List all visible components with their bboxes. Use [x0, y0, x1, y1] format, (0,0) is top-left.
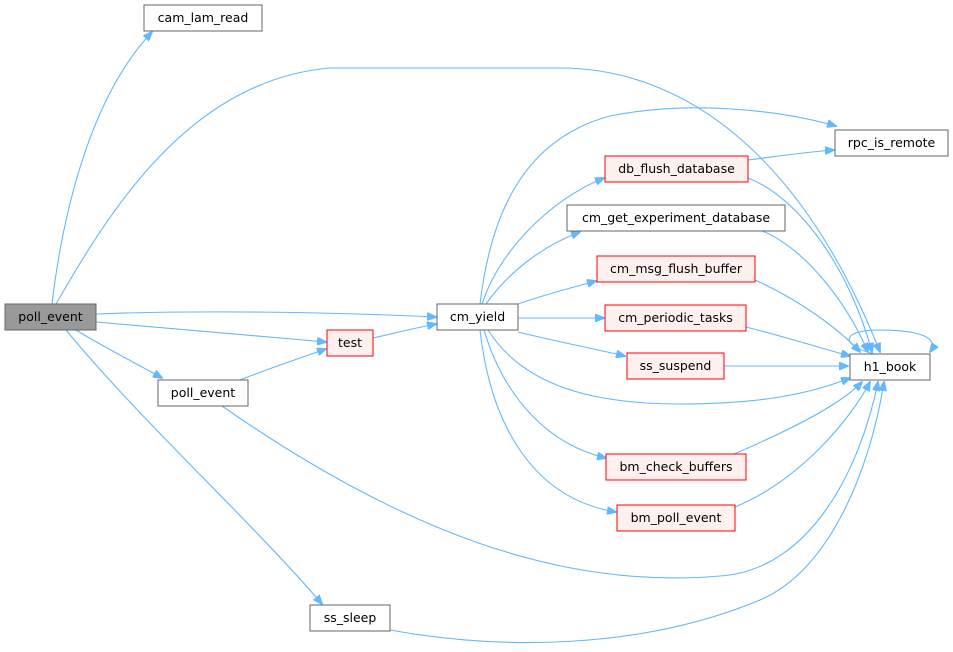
node-label: bm_check_buffers [619, 459, 732, 474]
node-label: rpc_is_remote [848, 135, 936, 150]
node-cm-yield[interactable]: cm_yield [436, 303, 519, 331]
node-db-flush-database[interactable]: db_flush_database [604, 155, 749, 183]
edge-db-flush-database-to-rpc-is-remote [747, 150, 834, 161]
edge-cm-get-experiment-database-to-h1-book [759, 229, 868, 352]
edge-test-to-cm-yield [372, 324, 436, 339]
node-label: cm_get_experiment_database [582, 210, 770, 225]
node-label: cm_yield [450, 309, 505, 324]
edge-cm-yield-to-bm-poll-event [479, 329, 616, 512]
edge-h1-book-self-loop [848, 329, 932, 355]
node-cam-lam-read[interactable]: cam_lam_read [143, 4, 263, 32]
edge-cm-yield-to-db-flush-database [481, 178, 604, 305]
node-ss-suspend[interactable]: ss_suspend [626, 352, 725, 380]
node-label: cam_lam_read [158, 10, 249, 25]
node-cm-msg-flush-buffer[interactable]: cm_msg_flush_buffer [596, 255, 756, 283]
edge-cm-periodic-tasks-to-h1-book [745, 326, 850, 356]
node-label: cm_periodic_tasks [618, 310, 733, 325]
edge-bm-poll-event-to-h1-book [734, 382, 870, 508]
edge-poll-event-2-to-h1-book [221, 382, 878, 579]
node-label: db_flush_database [618, 161, 735, 176]
node-label: cm_msg_flush_buffer [610, 261, 743, 276]
node-h1-book[interactable]: h1_book [849, 353, 931, 381]
edge-poll-event-to-cm-yield [95, 311, 436, 317]
node-label: ss_sleep [324, 610, 377, 625]
node-ss-sleep[interactable]: ss_sleep [309, 604, 391, 632]
node-label: bm_poll_event [631, 510, 722, 525]
node-rpc-is-remote[interactable]: rpc_is_remote [834, 129, 949, 157]
edge-cm-yield-to-ss-suspend [517, 331, 625, 356]
edge-cm-yield-to-bm-check-buffers [483, 329, 606, 458]
node-label: h1_book [864, 359, 917, 374]
node-label: poll_event [18, 309, 82, 324]
edge-poll-event-to-cam-lam-read [51, 32, 152, 305]
node-bm-poll-event[interactable]: bm_poll_event [616, 504, 736, 532]
edge-poll-event-to-poll-event-2 [75, 329, 162, 378]
edges [51, 32, 933, 644]
edge-cm-yield-to-cm-get-experiment-database [485, 232, 580, 305]
node-cm-periodic-tasks[interactable]: cm_periodic_tasks [604, 304, 747, 332]
edge-poll-event-to-h1-book [55, 67, 880, 352]
edge-cm-msg-flush-buffer-to-h1-book [754, 279, 860, 352]
edge-ss-sleep-to-h1-book [389, 382, 884, 644]
node-label: poll_event [171, 385, 235, 400]
node-cm-get-experiment-database[interactable]: cm_get_experiment_database [566, 204, 786, 232]
edge-cm-yield-to-rpc-is-remote [479, 107, 836, 305]
nodes: poll_event cam_lam_read cm_yield test po… [4, 4, 949, 632]
edge-cm-yield-to-cm-msg-flush-buffer [517, 281, 596, 305]
edge-poll-event-to-test [95, 321, 326, 342]
edge-poll-event-to-ss-sleep [65, 329, 322, 604]
node-test[interactable]: test [326, 329, 374, 357]
edge-db-flush-database-to-h1-book [747, 177, 872, 352]
node-label: ss_suspend [640, 358, 712, 373]
edge-cm-yield-to-h1-book [487, 329, 850, 405]
edge-poll-event-2-to-test [239, 349, 326, 381]
edge-bm-check-buffers-to-h1-book [733, 382, 862, 455]
node-label: test [338, 335, 362, 350]
node-poll-event-callee[interactable]: poll_event [157, 379, 249, 407]
node-poll-event-root[interactable]: poll_event [4, 303, 97, 331]
node-bm-check-buffers[interactable]: bm_check_buffers [605, 453, 747, 481]
